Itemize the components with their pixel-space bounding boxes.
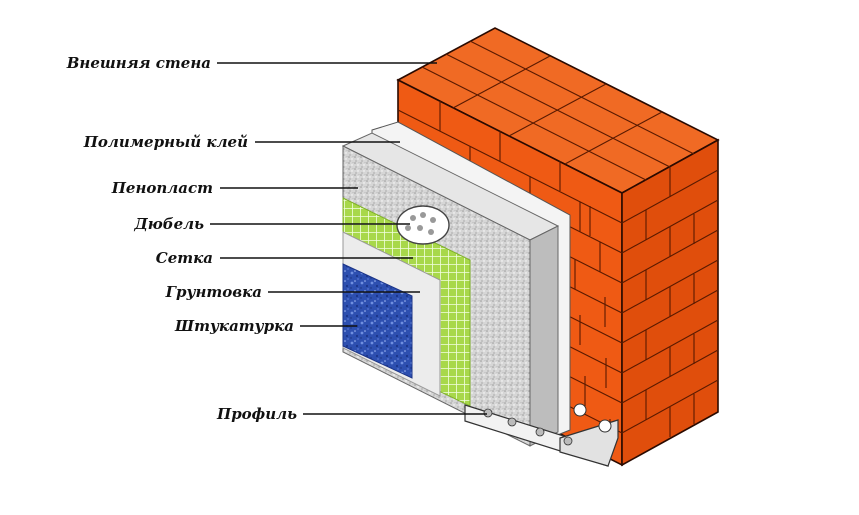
callout-labels: Внешняя стена Полимерный клей Пенопласт … (66, 54, 297, 423)
label-foam: Пенопласт (111, 179, 213, 197)
dowel-head (396, 205, 450, 245)
label-profile: Профиль (216, 405, 297, 423)
label-dowel: Дюбель (133, 215, 204, 233)
leader-lines (210, 62, 487, 415)
base-profile (464, 403, 619, 467)
label-primer: Грунтовка (165, 283, 262, 301)
label-mesh: Сетка (156, 249, 213, 267)
label-outer-wall: Внешняя стена (66, 54, 211, 72)
brick-right-mortar (621, 167, 719, 437)
label-plaster: Штукатурка (174, 317, 294, 335)
foam-board-side-edge (529, 225, 559, 447)
label-polymer-glue: Полимерный клей (83, 133, 248, 151)
brick-top-mortar (421, 40, 695, 181)
